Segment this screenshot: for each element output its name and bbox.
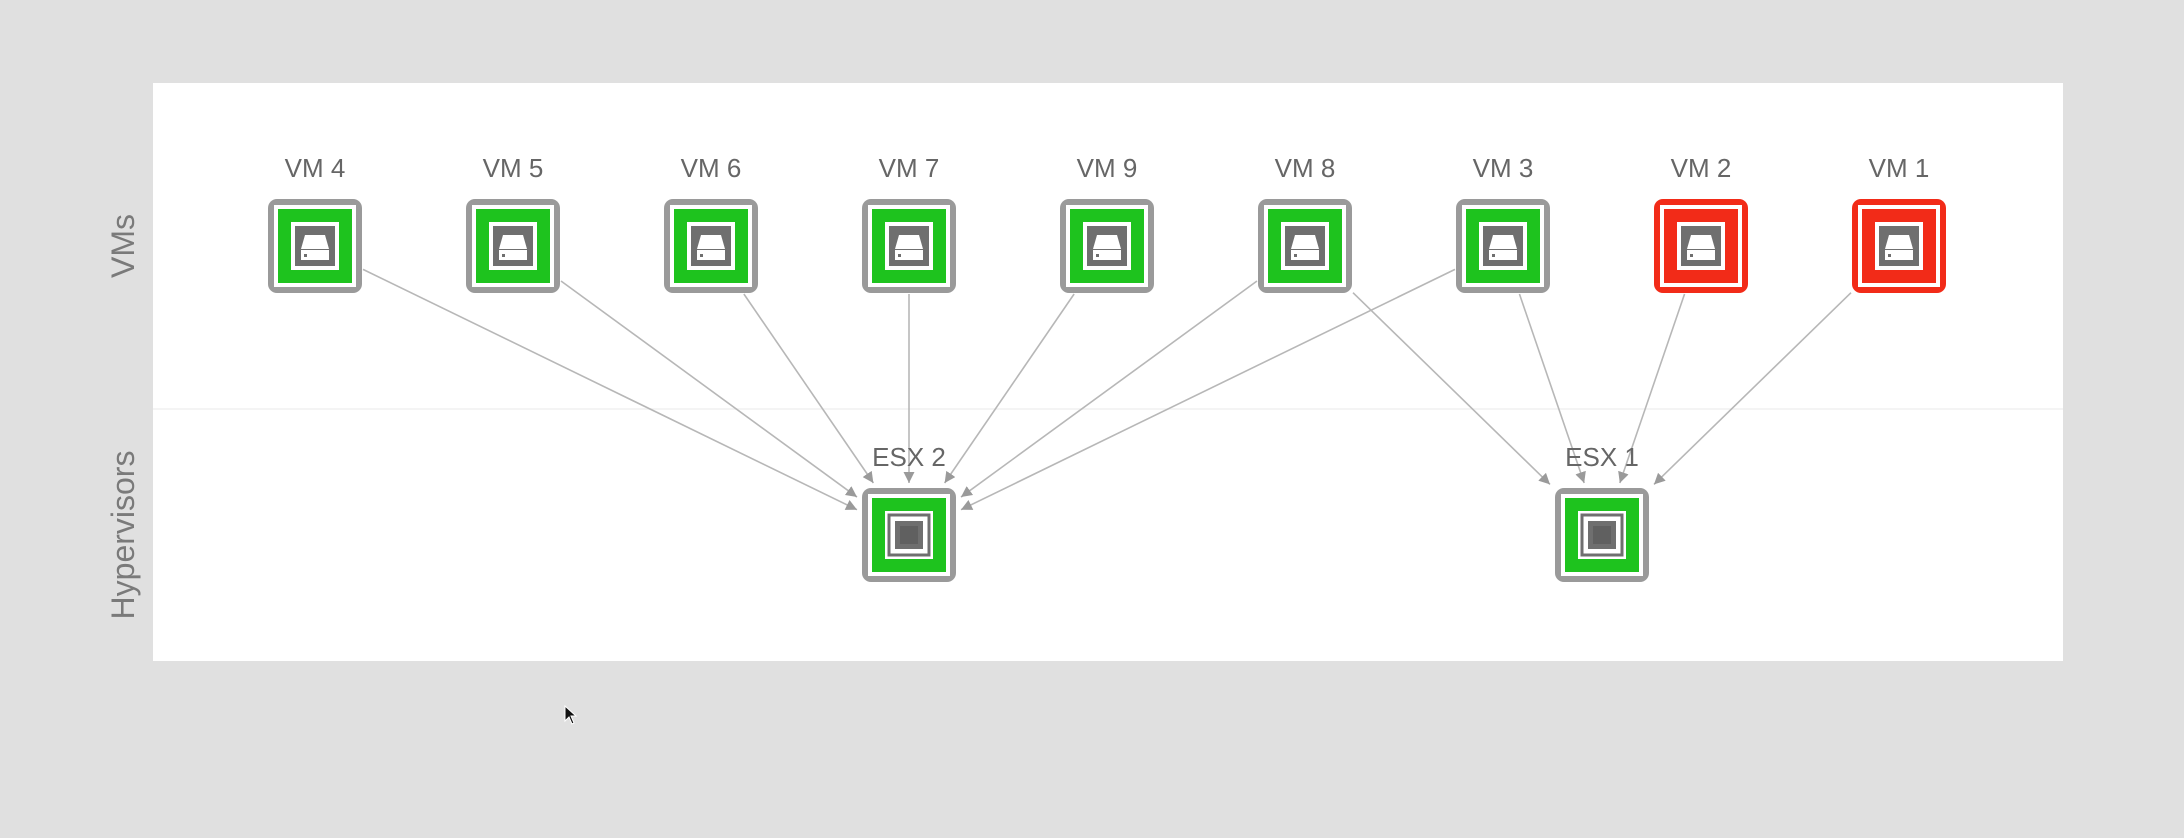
- mouse-cursor-icon: [564, 705, 578, 725]
- hard-drive-icon: [1677, 222, 1725, 270]
- node-label: ESX 2: [872, 442, 946, 472]
- vm-node-vm-5[interactable]: VM 5: [466, 153, 560, 293]
- vm-node-vm-6[interactable]: VM 6: [664, 153, 758, 293]
- hard-drive-icon: [1479, 222, 1527, 270]
- node-label: VM 1: [1869, 153, 1930, 183]
- hard-drive-icon: [291, 222, 339, 270]
- hard-drive-icon: [489, 222, 537, 270]
- edge-vm3-to-esx2: [960, 268, 1456, 511]
- node-label: VM 5: [483, 153, 544, 183]
- node-label: VM 9: [1077, 153, 1138, 183]
- node-label: VM 4: [285, 153, 346, 183]
- edge-vm9-to-esx2: [943, 293, 1075, 484]
- node-label: VM 6: [681, 153, 742, 183]
- cpu-chip-icon: [1578, 511, 1626, 559]
- edge-vm1-to-esx1: [1653, 292, 1852, 485]
- vm-node-vm-9[interactable]: VM 9: [1060, 153, 1154, 293]
- hard-drive-icon: [1083, 222, 1131, 270]
- hard-drive-icon: [1875, 222, 1923, 270]
- lane-label-hypervisors: Hypervisors: [105, 451, 141, 620]
- nodes-layer: VM 4 VM 5 VM 6 VM 7 VM 9 VM 8 VM 3 VM 2 VM 1 ESX …: [268, 153, 1946, 582]
- node-label: VM 2: [1671, 153, 1732, 183]
- edge-vm4-to-esx2: [362, 268, 858, 511]
- edge-vm3-to-esx1: [1518, 293, 1586, 484]
- node-label: VM 8: [1275, 153, 1336, 183]
- node-label: VM 7: [879, 153, 940, 183]
- edge-vm6-to-esx2: [743, 293, 875, 484]
- edge-vm2-to-esx1: [1618, 293, 1686, 484]
- hard-drive-icon: [687, 222, 735, 270]
- edge-vm8-to-esx2: [960, 280, 1258, 498]
- hypervisor-node-esx-1[interactable]: ESX 1: [1555, 442, 1649, 582]
- edge-vm8-to-esx1: [1352, 292, 1551, 485]
- hypervisor-node-esx-2[interactable]: ESX 2: [862, 442, 956, 582]
- diagram-panel: [153, 83, 2063, 661]
- node-label: ESX 1: [1565, 442, 1639, 472]
- vm-node-vm-8[interactable]: VM 8: [1258, 153, 1352, 293]
- cpu-chip-icon: [885, 511, 933, 559]
- vm-node-vm-1[interactable]: VM 1: [1852, 153, 1946, 293]
- edges-layer: [362, 268, 1852, 511]
- vm-node-vm-4[interactable]: VM 4: [268, 153, 362, 293]
- vm-node-vm-7[interactable]: VM 7: [862, 153, 956, 293]
- lane-label-vms: VMs: [105, 214, 141, 278]
- vm-node-vm-3[interactable]: VM 3: [1456, 153, 1550, 293]
- hard-drive-icon: [885, 222, 933, 270]
- node-label: VM 3: [1473, 153, 1534, 183]
- hard-drive-icon: [1281, 222, 1329, 270]
- edge-vm5-to-esx2: [560, 280, 858, 498]
- vm-node-vm-2[interactable]: VM 2: [1654, 153, 1748, 293]
